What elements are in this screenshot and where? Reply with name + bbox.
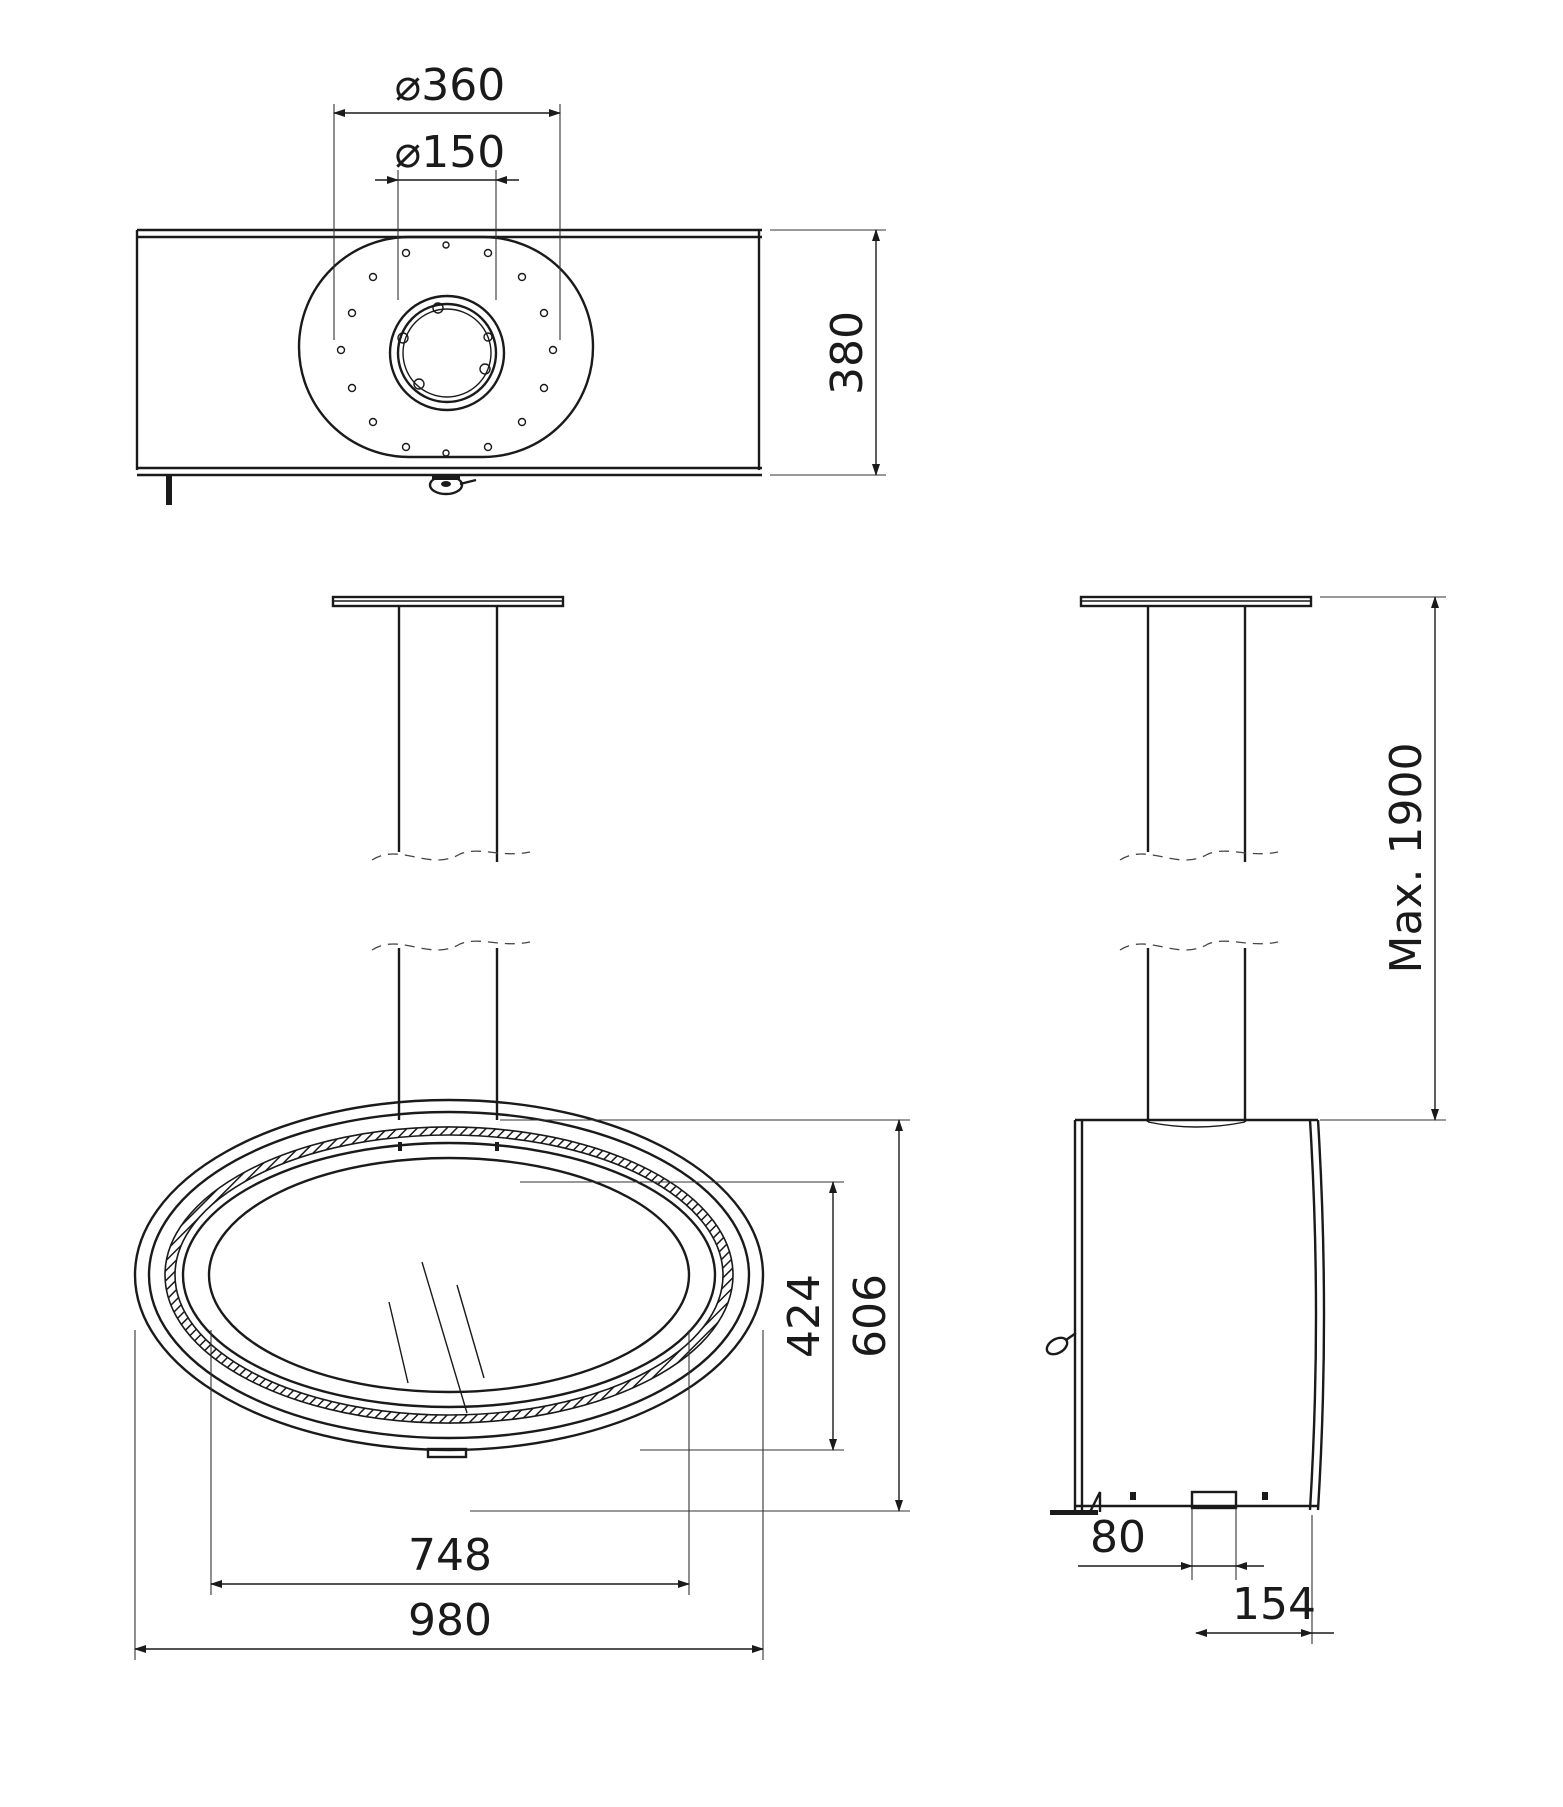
door-handle-top bbox=[428, 474, 477, 496]
svg-text:Max. 1900: Max. 1900 bbox=[1381, 743, 1432, 974]
svg-text:80: 80 bbox=[1090, 1512, 1146, 1563]
door-gasket bbox=[164, 1126, 734, 1424]
svg-text:424: 424 bbox=[779, 1274, 830, 1358]
dim-body-width: 980 bbox=[134, 1330, 764, 1660]
dim-depth: 380 bbox=[770, 229, 886, 476]
svg-text:380: 380 bbox=[822, 311, 873, 395]
flue-outlet-bottom bbox=[1190, 1490, 1238, 1510]
glass-window bbox=[207, 1156, 691, 1394]
dim-glass-height: 424 bbox=[520, 1181, 844, 1451]
top-view: ⌀360 ⌀150 380 bbox=[135, 60, 886, 505]
svg-text:⌀360: ⌀360 bbox=[395, 60, 505, 111]
svg-text:154: 154 bbox=[1232, 1579, 1316, 1630]
plate-holes bbox=[336, 241, 558, 457]
svg-text:748: 748 bbox=[408, 1530, 492, 1581]
dim-outlet-width: 80 bbox=[1078, 1508, 1264, 1580]
mounting-plate bbox=[297, 235, 595, 459]
side-view: Max. 1900 80 154 bbox=[1045, 595, 1446, 1644]
stove-body-front bbox=[133, 1098, 765, 1452]
dim-max-height: Max. 1900 bbox=[1320, 596, 1446, 1121]
dim-glass-width: 748 bbox=[210, 1330, 690, 1595]
front-view: 606 424 748 980 bbox=[133, 595, 910, 1660]
svg-text:606: 606 bbox=[845, 1274, 896, 1358]
dim-flue-outer: ⌀360 bbox=[333, 60, 561, 340]
dim-outlet-offset: 154 bbox=[1195, 1515, 1334, 1644]
door-handle-side bbox=[1045, 1332, 1077, 1356]
dim-body-height: 606 bbox=[470, 1119, 910, 1512]
svg-text:980: 980 bbox=[408, 1595, 492, 1646]
dim-flue-inner: ⌀150 bbox=[375, 127, 519, 300]
svg-text:⌀150: ⌀150 bbox=[395, 127, 505, 178]
flue-ring-outer bbox=[388, 294, 506, 412]
stove-body-side bbox=[1073, 1118, 1326, 1511]
